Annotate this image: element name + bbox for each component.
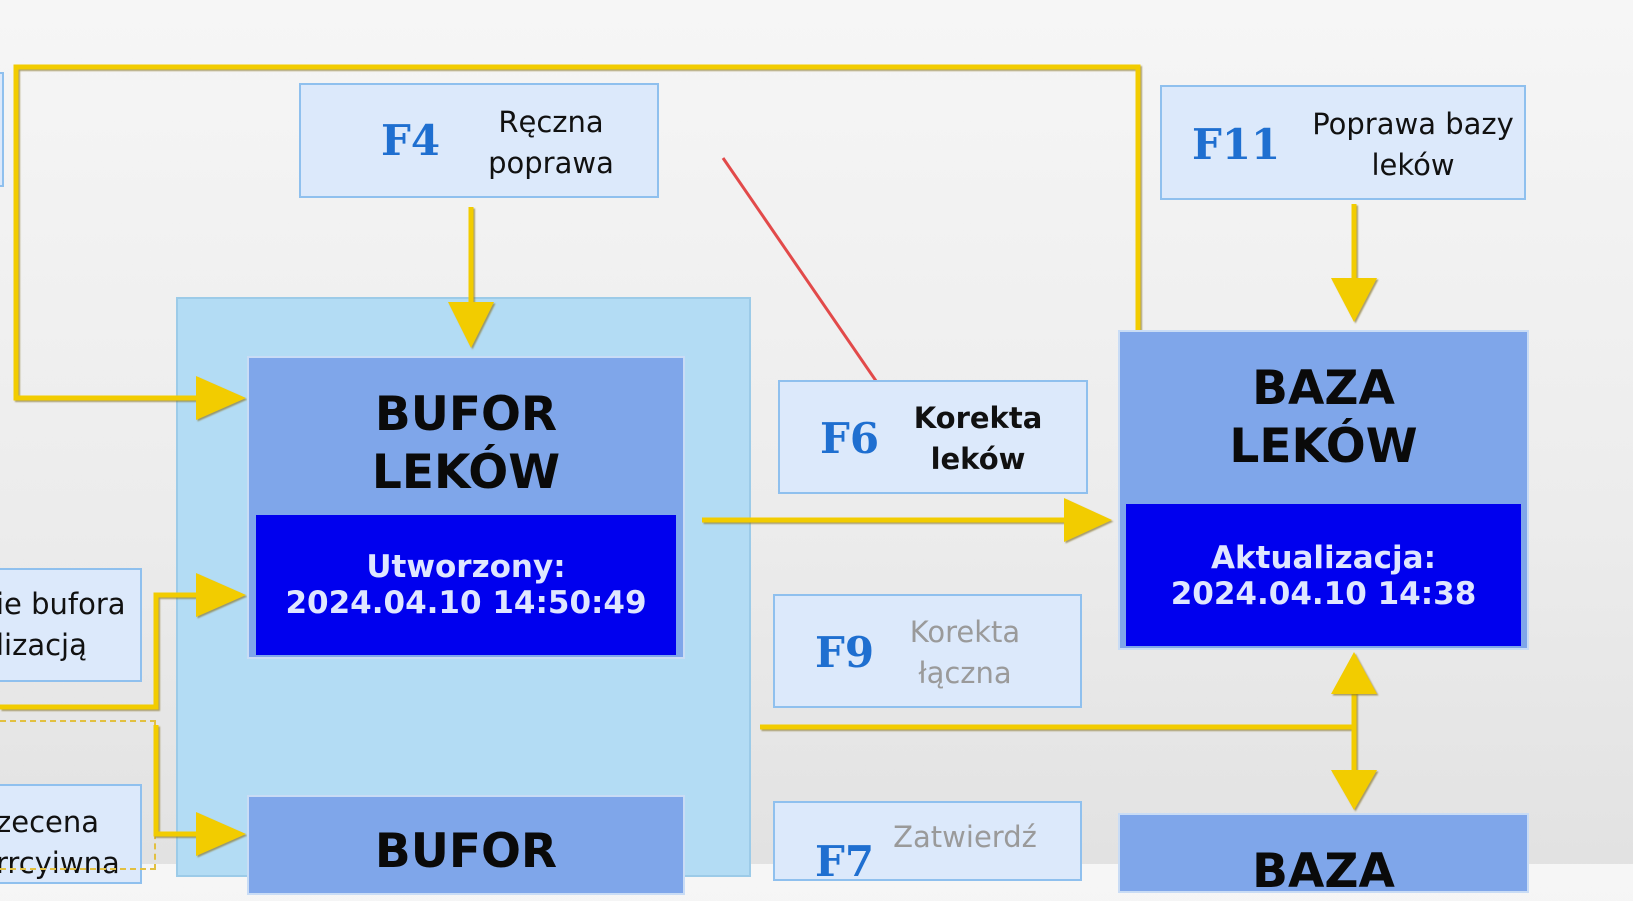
f4-manual-fix-button[interactable]: F4 Ręczna poprawa [299,83,659,198]
f7-key-label: F7 [815,837,875,886]
f7-approve-button[interactable]: F7 Zatwierdź [773,801,1082,886]
f11-fix-database-button[interactable]: F11 Poprawa bazy leków [1160,85,1526,200]
left-edge-box[interactable] [0,72,4,187]
f4-action-label: Ręczna poprawa [488,105,614,180]
f11-key-label: F11 [1192,120,1281,169]
f9-combined-correction-button[interactable]: F9 Korekta łączna [773,594,1082,708]
f9-action-label: Korekta łączna [909,615,1021,690]
f6-correct-drugs-button[interactable]: F6 Korekta leków [778,380,1088,494]
yellow-arrowheads [196,278,1377,856]
f11-action-label: Poprawa bazy leków [1312,107,1514,182]
f4-key-label: F4 [381,116,441,165]
reserve-action-box[interactable]: zecena rrcyiwna [0,784,142,884]
f9-key-label: F9 [815,628,875,677]
update-buffer-label: ie bufora lizacją [0,587,126,662]
f6-key-label: F6 [820,414,880,463]
baza-second-block[interactable]: BAZA [1118,813,1529,899]
update-buffer-action-box[interactable]: ie bufora lizacją [0,568,142,682]
baza-second-title: BAZA [1252,844,1395,899]
baza-lekow-block[interactable]: BAZA LEKÓW Aktualizacja: 2024.04.10 14:3… [1118,330,1529,650]
bufor-lekow-block[interactable]: BUFOR LEKÓW Utworzony: 2024.04.10 14:50:… [247,356,685,659]
f6-action-label: Korekta leków [913,401,1043,476]
connector-lines [0,64,1377,856]
f7-action-label: Zatwierdź [893,820,1037,854]
yellow-connectors [0,64,1357,837]
bufor-second-block[interactable]: BUFOR [247,795,685,895]
baza-lekow-title: BAZA LEKÓW [1229,361,1418,474]
bufor-created-info: Utworzony: 2024.04.10 14:50:49 [256,515,676,655]
baza-update-info: Aktualizacja: 2024.04.10 14:38 [1126,504,1521,646]
bufor-lekow-title: BUFOR LEKÓW [371,387,561,500]
bufor-second-title: BUFOR [374,824,558,879]
